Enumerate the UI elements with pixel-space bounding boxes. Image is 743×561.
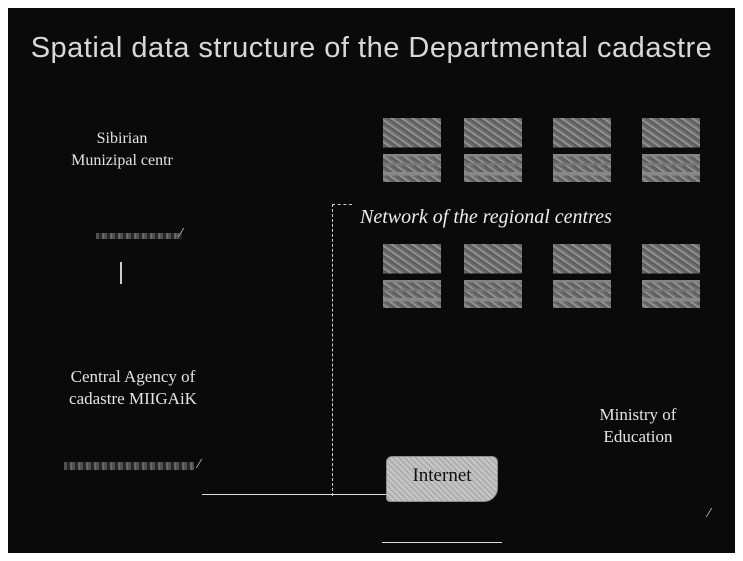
sibirian-centre-label: Sibirian Munizipal centr <box>71 130 173 169</box>
regional-centre-node <box>383 118 441 182</box>
ministry-pen-icon: ⁄ <box>708 506 711 520</box>
ministry-label: Ministry of Education <box>599 405 677 446</box>
sibirian-connector <box>120 262 122 284</box>
internet-label: Internet <box>412 465 472 486</box>
regional-network-label: Network of the regional centres <box>360 206 612 228</box>
regional-centre-node <box>642 244 700 308</box>
central-agency-label: Central Agency of cadastre MIIGAiK <box>69 367 197 408</box>
regional-centre-node <box>642 118 700 182</box>
network-frame-top <box>332 204 352 205</box>
central-agency-icon <box>64 462 194 470</box>
central-to-internet-line <box>202 494 386 495</box>
regional-centre-node <box>464 244 522 308</box>
diagram-title: Spatial data structure of the Department… <box>30 32 713 64</box>
regional-centre-node <box>464 118 522 182</box>
slide: Spatial data structure of the Department… <box>8 8 735 553</box>
sibirian-centre-icon <box>96 233 182 239</box>
network-dashed-connector <box>332 204 333 496</box>
regional-centre-node <box>553 244 611 308</box>
central-pen-icon: ⁄ <box>198 457 201 471</box>
internet-bottom-line <box>382 542 502 543</box>
internet-node: Internet <box>386 456 498 502</box>
sibirian-pen-icon: ⁄ <box>180 226 183 240</box>
regional-centre-node <box>553 118 611 182</box>
regional-centre-node <box>383 244 441 308</box>
